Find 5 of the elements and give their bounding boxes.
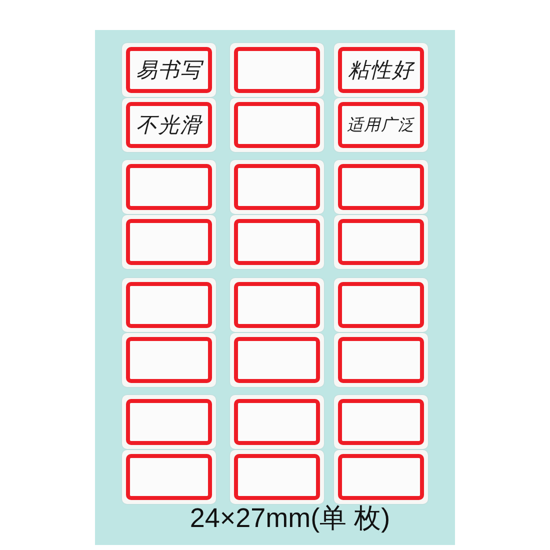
handwritten-text: 粘性好	[348, 57, 414, 84]
handwritten-text: 不光滑	[136, 112, 202, 139]
handwritten-text: 适用广泛	[347, 114, 415, 136]
handwritten-text: 易书写	[136, 57, 202, 84]
caption: 24×27mm(单 枚)	[188, 502, 392, 535]
